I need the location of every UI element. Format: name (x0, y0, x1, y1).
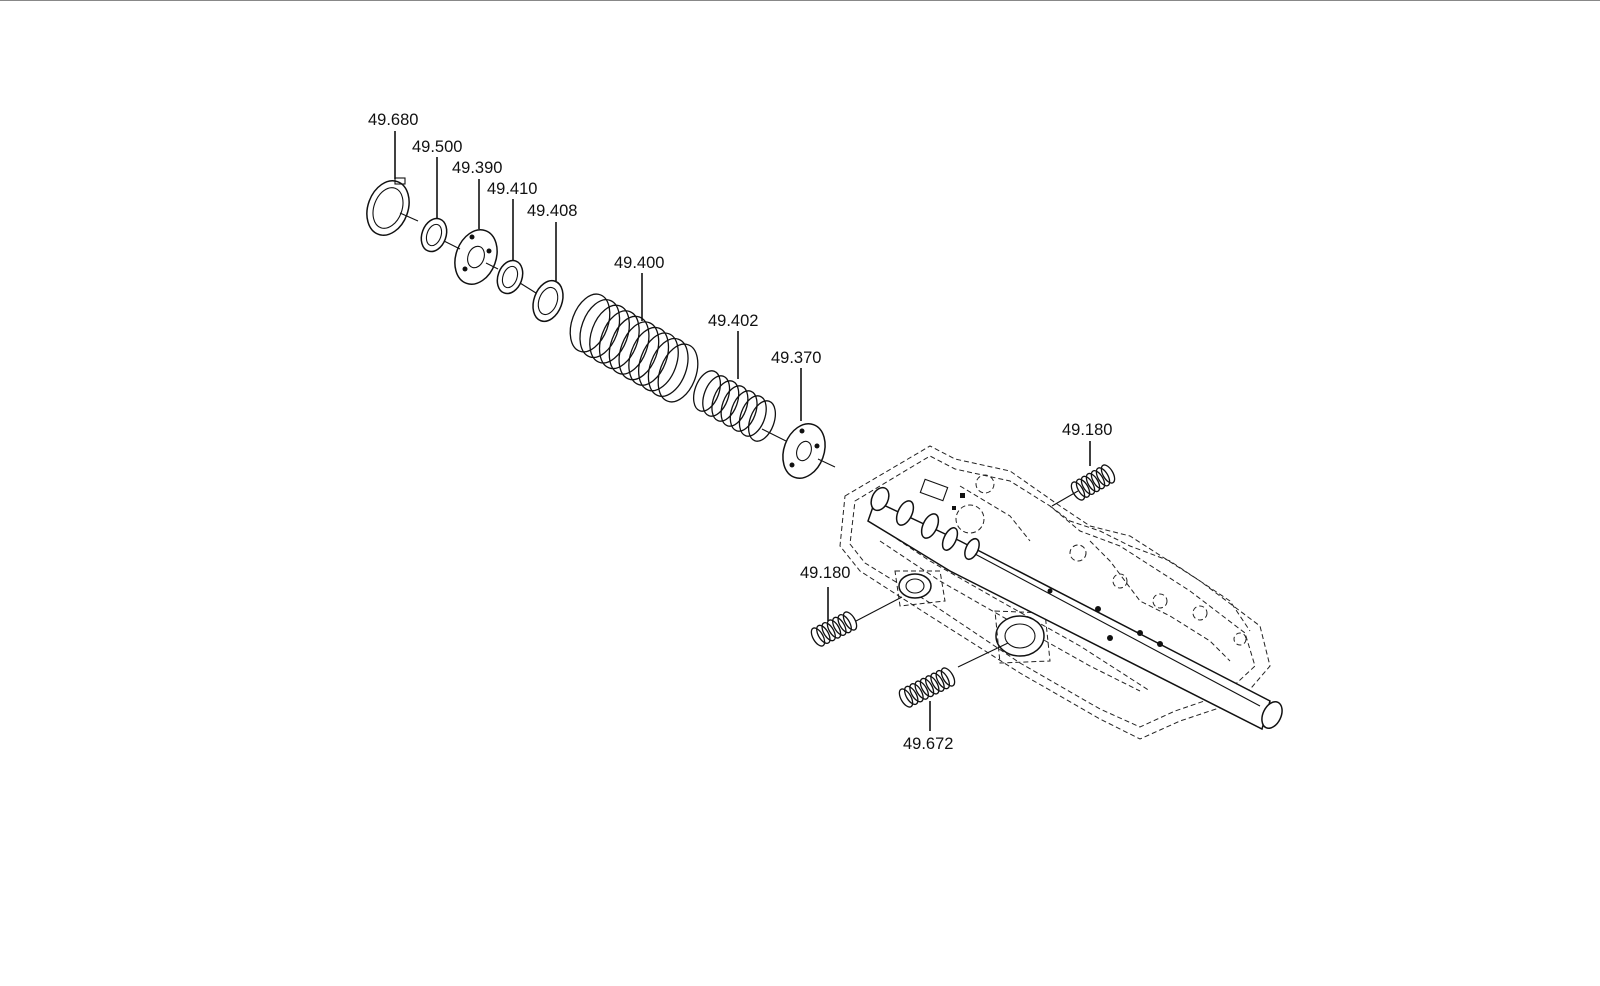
leader-lines (394, 131, 1091, 731)
spring-coil (657, 343, 699, 403)
spring-49180-right (1070, 464, 1116, 501)
spring-coil (909, 683, 924, 703)
spring-coil (729, 390, 758, 432)
spring-coil (930, 672, 945, 692)
spring-coil (1095, 467, 1111, 487)
part-label-49180-left: 49.180 (800, 564, 850, 582)
disc-49370 (782, 423, 826, 479)
spring-coil (816, 624, 831, 644)
spring-coil (589, 304, 630, 364)
spring-49402 (692, 370, 777, 442)
spring-coil (1075, 478, 1091, 498)
spring-coil (618, 321, 660, 381)
ring-49500 (420, 217, 448, 253)
part-label-49400: 49.400 (614, 254, 664, 272)
part-labels: 49.680 49.500 49.390 49.410 49.408 49.40… (368, 111, 1112, 753)
spring-coil (832, 616, 847, 636)
spring-coil (569, 293, 611, 353)
snap-ring-49680 (366, 177, 410, 236)
part-label-49408: 49.408 (527, 202, 577, 220)
part-label-49370: 49.370 (771, 349, 821, 367)
ring-49410 (496, 259, 524, 295)
part-label-49180-right: 49.180 (1062, 421, 1112, 439)
spring-coil (924, 675, 940, 695)
spring-coil (903, 685, 919, 706)
spring-coil (919, 677, 935, 698)
spring-coil (821, 622, 836, 642)
spring-coil (837, 614, 852, 634)
spring-coil (628, 326, 670, 386)
part-label-49672: 49.672 (903, 735, 953, 753)
spring-coil (842, 611, 858, 631)
spring-coil (647, 337, 689, 397)
spring-coil (935, 669, 951, 690)
spring-coil (711, 380, 740, 422)
spring-coil (898, 688, 914, 708)
part-label-49390: 49.390 (452, 159, 502, 177)
part-label-49402: 49.402 (708, 312, 758, 330)
part-label-49410: 49.410 (487, 180, 537, 198)
spring-coil (747, 400, 777, 442)
spring-coil (1085, 472, 1101, 493)
spring-coil (702, 375, 731, 417)
part-label-49500: 49.500 (412, 138, 462, 156)
spring-coil (826, 619, 842, 639)
spring-coil (810, 627, 826, 647)
spring-coil (720, 385, 749, 427)
spring-coil (598, 310, 640, 370)
spring-coil (738, 395, 767, 437)
spring-49672 (898, 667, 956, 708)
spring-49400 (569, 293, 699, 403)
spring-coil (692, 370, 722, 412)
part-label-49680: 49.680 (368, 111, 418, 129)
gearbox-housing (839, 445, 1271, 740)
spring-coil (638, 332, 679, 392)
spring-coil (579, 299, 621, 359)
spring-coil (1090, 470, 1106, 490)
spring-coil (608, 315, 650, 375)
spring-coil (1080, 475, 1096, 495)
spring-49180-left (810, 611, 858, 647)
disc-49390 (454, 229, 498, 285)
washer-49408 (532, 279, 564, 323)
spring-coil (940, 667, 956, 687)
main-shaft (867, 486, 1283, 731)
assembly-axis-lines (399, 212, 1079, 668)
spring-coil (1100, 464, 1116, 484)
spring-coil (914, 680, 930, 700)
